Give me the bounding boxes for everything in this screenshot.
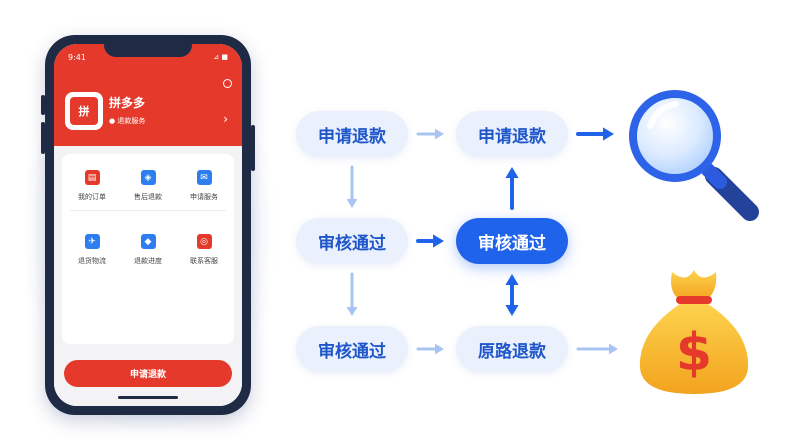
- order-icon: ▤: [84, 170, 100, 185]
- app-name: 拼多多: [109, 96, 146, 110]
- flow-arrowhead: [433, 234, 444, 248]
- magnifier-icon: [629, 90, 759, 221]
- flow-arrowhead: [609, 343, 618, 355]
- flow-node-review-passed: 审核通过: [296, 218, 408, 264]
- phone-power-button: [251, 125, 255, 171]
- logistics-icon: ✈: [84, 234, 100, 249]
- flow-node-review-passed-active: 审核通过: [456, 218, 568, 264]
- flow-node-original-refund: 原路退款: [456, 326, 568, 372]
- phone-notch: [104, 44, 192, 57]
- progress-icon: ◆: [140, 234, 156, 249]
- service-grid-label: 申请服务: [190, 193, 218, 201]
- flow-arrowhead: [603, 127, 614, 141]
- refund-icon: ◈: [140, 170, 156, 185]
- apply-refund-button[interactable]: 申请退款: [64, 360, 232, 387]
- flow-node-apply-refund-2: 申请退款: [456, 111, 568, 157]
- status-icons: ⊿ ■: [213, 53, 228, 61]
- phone-screen: 9:41 ⊿ ■ 拼 拼多多 ● 退款服务 › ▤ 我的订单 ◈ 售后退款 ✉ 申请服务 ✈…: [54, 44, 242, 406]
- home-indicator: [118, 396, 178, 399]
- app-logo-mark: 拼: [70, 97, 98, 125]
- service-grid-item[interactable]: ✈ 退货物流: [64, 234, 120, 266]
- money-bag-symbol: $: [676, 323, 712, 383]
- flow-arrowhead: [435, 343, 444, 355]
- app-logo: 拼: [65, 92, 103, 130]
- chevron-right-icon[interactable]: ›: [223, 112, 228, 126]
- status-time: 9:41: [68, 53, 86, 62]
- service-card: ▤ 我的订单 ◈ 售后退款 ✉ 申请服务 ✈ 退货物流 ◆ 退款进度 ◎ 联系客服: [62, 154, 234, 344]
- flow-node-review-passed-3: 审核通过: [296, 326, 408, 372]
- service-grid-label: 退货物流: [78, 257, 106, 265]
- flow-node-apply-refund: 申请退款: [296, 111, 408, 157]
- money-bag-icon: $: [639, 270, 749, 394]
- service-grid-item[interactable]: ◎ 联系客服: [176, 234, 232, 266]
- flow-arrowhead: [435, 128, 444, 140]
- scan-icon[interactable]: [223, 79, 232, 88]
- support-icon: ◎: [196, 234, 212, 249]
- service-grid-label: 联系客服: [190, 257, 218, 265]
- flow-arrowhead: [505, 305, 519, 316]
- app-subtitle: ● 退款服务: [109, 117, 146, 125]
- service-grid-item[interactable]: ✉ 申请服务: [176, 170, 232, 202]
- flow-arrowhead: [505, 274, 519, 285]
- phone-volume-button: [41, 122, 45, 154]
- card-divider: [70, 210, 226, 211]
- service-grid-item[interactable]: ◆ 退款进度: [120, 234, 176, 266]
- service-grid-label: 退款进度: [134, 257, 162, 265]
- service-grid-item[interactable]: ◈ 售后退款: [120, 170, 176, 202]
- service-grid-label: 售后退款: [134, 193, 162, 201]
- service-grid-label: 我的订单: [78, 193, 106, 201]
- flow-arrowhead: [346, 199, 358, 208]
- service-icon: ✉: [196, 170, 212, 185]
- flow-arrowhead: [346, 307, 358, 316]
- service-grid-item[interactable]: ▤ 我的订单: [64, 170, 120, 202]
- phone-volume-button: [41, 95, 45, 115]
- flow-arrowhead: [505, 167, 519, 178]
